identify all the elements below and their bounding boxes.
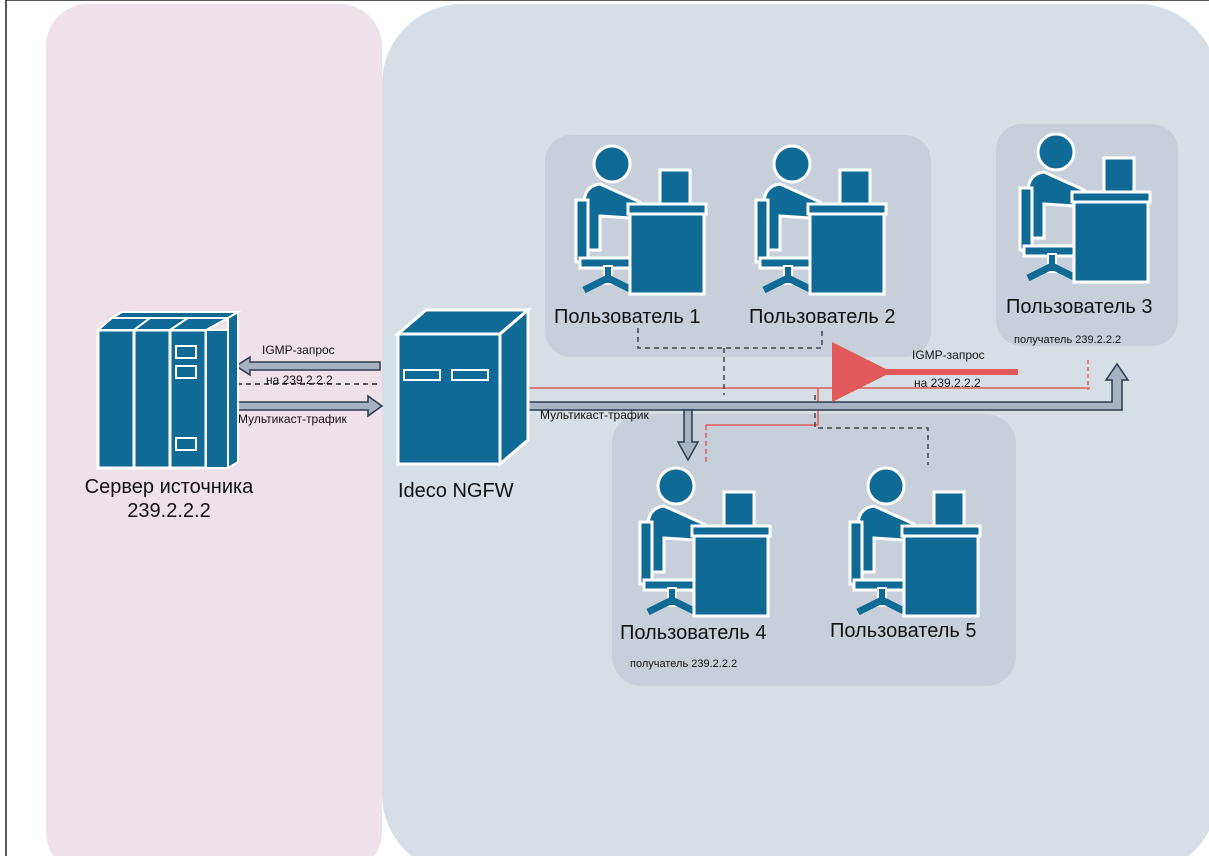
frame-border [5, 0, 1209, 856]
multicast-arrow-server [236, 394, 384, 418]
user-3-note: получатель 239.2.2.2 [1014, 334, 1122, 346]
user-4-label: Пользователь 4 [620, 622, 767, 644]
user-3-label: Пользователь 3 [1006, 296, 1153, 318]
server-label-line2: 239.2.2.2 [127, 500, 211, 522]
user-5-label: Пользователь 5 [830, 620, 977, 642]
firewall-icon [393, 306, 533, 468]
multicast-arrow-backbone [527, 362, 1130, 462]
server-label-line1: Сервер источника [84, 476, 254, 498]
network-lines [237, 328, 1090, 465]
igmp-arrow-left [234, 355, 381, 377]
igmp-target-left: на 239.2.2.2 [266, 373, 333, 387]
user-2-label: Пользователь 2 [749, 306, 896, 328]
multicast-label-right: Мультикаст-трафик [540, 408, 649, 422]
igmp-request-left: IGMP-запрос [262, 343, 335, 357]
user-group-bottom [612, 414, 1016, 686]
firewall-label: Ideco NGFW [398, 480, 514, 502]
user-4-note: получатель 239.2.2.2 [630, 658, 738, 670]
multicast-label-left: Мультикаст-трафик [238, 412, 347, 426]
server-icon [95, 310, 242, 470]
user-1-label: Пользователь 1 [554, 306, 701, 328]
igmp-request-right: IGMP-запрос [912, 348, 985, 362]
igmp-target-right: на 239.2.2.2 [914, 376, 981, 390]
user-group-top [545, 135, 931, 357]
